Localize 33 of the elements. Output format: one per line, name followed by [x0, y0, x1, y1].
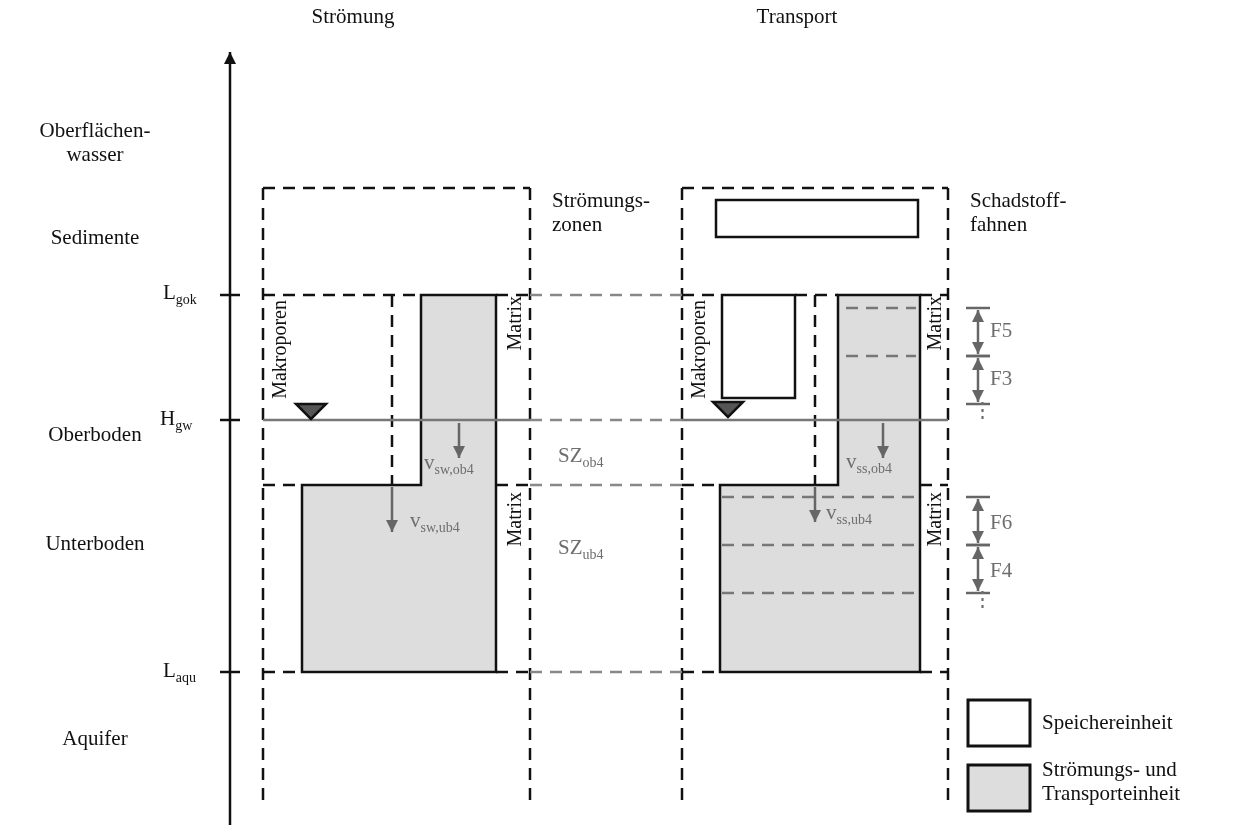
legend-label: Speichereinheit: [1042, 710, 1174, 734]
transport-unit-block: [718, 293, 922, 674]
continuation-dots: ⋮: [972, 398, 993, 422]
zone-label: Matrix: [502, 492, 526, 547]
column-heading: Strömungs- zonen: [552, 188, 651, 236]
storage-unit-block: [714, 198, 920, 239]
velocity-label: v$_{sw,ub4}$: [410, 508, 460, 532]
flow-unit-block: [300, 293, 498, 674]
velocity-label: v$_{ss,ub4}$: [826, 500, 872, 524]
zone-label: Matrix: [922, 492, 946, 547]
zone-label: SZ$_{ob4}$: [558, 443, 604, 467]
layer-number: F3: [990, 366, 1013, 390]
layer-label: Sedimente: [50, 225, 140, 249]
zone-label: Makroporen: [267, 300, 291, 399]
zone-label: SZ$_{ub4}$: [558, 535, 604, 559]
zone-label: Matrix: [502, 296, 526, 351]
layer-number: F6: [990, 510, 1013, 534]
storage-unit-block: [720, 293, 797, 400]
layer-number: F5: [990, 318, 1013, 342]
column-heading: Schadstoff- fahnen: [970, 188, 1068, 236]
zone-label: Matrix: [922, 296, 946, 351]
layer-label: Unterboden: [45, 531, 145, 555]
column-heading: Transport: [756, 4, 838, 28]
legend-label: Strömungs- und Transporteinheit: [1042, 757, 1182, 805]
zone-label: Makroporen: [686, 300, 710, 399]
layer-number: F4: [990, 558, 1013, 582]
velocity-label: v$_{ss,ob4}$: [846, 449, 892, 473]
continuation-dots: ⋮: [972, 587, 993, 611]
layer-label: Oberboden: [48, 422, 142, 446]
velocity-label: v$_{sw,ob4}$: [424, 450, 474, 474]
column-heading: Strömung: [311, 4, 395, 28]
layer-label: Oberflächen- wasser: [38, 118, 152, 166]
layer-label: Aquifer: [62, 726, 128, 750]
